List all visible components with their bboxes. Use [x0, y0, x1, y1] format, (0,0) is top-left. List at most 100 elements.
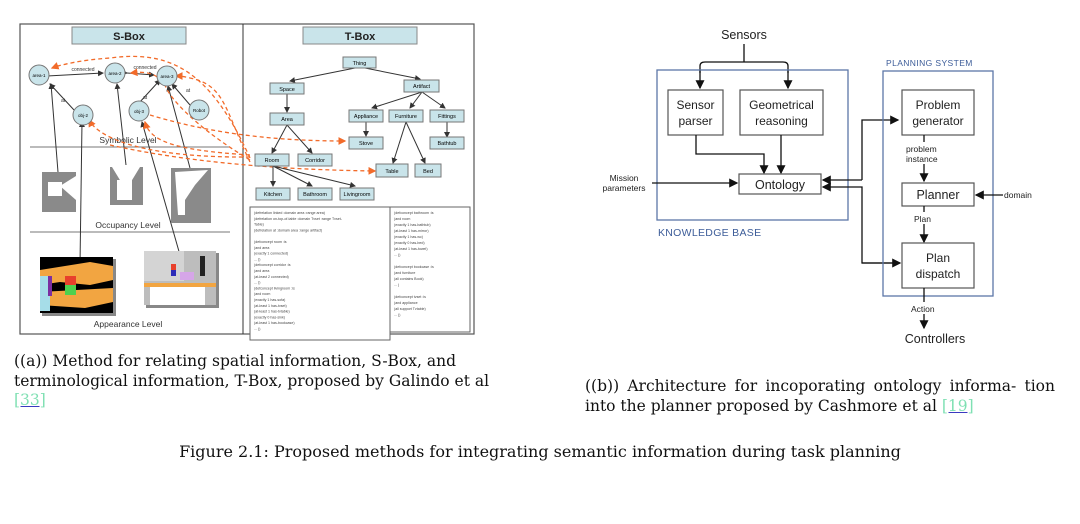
- geometrical-reasoning-box: [739, 89, 824, 136]
- planning-system-label: PLANNING SYSTEM: [886, 58, 973, 68]
- mission-parameters-label-2: parameters: [603, 183, 646, 193]
- planner-label: Planner: [916, 188, 959, 202]
- definition-line: (defconcept corridor :is: [254, 263, 291, 267]
- definition-line: (exactly 0 has-bed): [394, 241, 425, 245]
- sbox-panel: S-Box Symbolic Level Occupancy Level App…: [28, 26, 377, 329]
- tbox-node-table: Table: [385, 169, 398, 175]
- definition-line: (at-least 2 connected): [254, 275, 289, 279]
- sensor-parser-label-2: parser: [678, 114, 712, 128]
- tbox-nodes: Thing Space Artifact Area Appliance Furn…: [254, 56, 465, 201]
- definition-line: (defconcept tvset :is: [394, 295, 426, 299]
- sbox-title: S-Box: [113, 31, 146, 43]
- tbox-node-appliance: Appliance: [354, 114, 378, 120]
- tbox-node-bathtub: Bathtub: [438, 141, 457, 147]
- definition-line: (and room: [254, 292, 270, 296]
- arrow-to-problem-generator: [861, 115, 900, 180]
- definition-line: (at-least 1 has-mirror): [394, 229, 429, 233]
- tbox-node-space: Space: [279, 87, 295, 93]
- tbox-node-thing: Thing: [353, 61, 367, 67]
- node-area-3: [156, 65, 178, 87]
- tbox-node-fittings: Fittings: [438, 114, 456, 120]
- ground-line-3: [114, 83, 127, 166]
- node-area-1: [28, 64, 50, 86]
- definitions-left-text: (defrelation linked :domain area :range …: [254, 211, 343, 331]
- definition-line: (at-least 1 has-towel): [394, 247, 428, 251]
- definitions-pane-right: [389, 206, 471, 333]
- tbox-panel: T-Box Thing Space Artifact: [249, 26, 471, 341]
- definition-line: (defconcept bookcase :is: [394, 265, 434, 269]
- tbox-node-stove: Stove: [359, 141, 373, 147]
- citation-link-19[interactable]: [19]: [941, 396, 974, 415]
- tbox-node-furniture: Furniture: [395, 114, 417, 120]
- ontology-label: Ontology: [755, 178, 806, 192]
- node-area-3-label: area-3: [160, 74, 174, 79]
- node-robot-label: Robot: [193, 108, 206, 113]
- plan-dispatch-label-2: dispatch: [916, 267, 961, 281]
- subfigure-a-caption-text: ((a)) Method for relating spatial inform…: [14, 352, 490, 390]
- problem-instance-bg: [893, 142, 941, 164]
- node-area-2: [104, 62, 126, 84]
- occupancy-maps: [42, 167, 211, 223]
- plan-dispatch-label-1: Plan: [926, 251, 950, 265]
- definition-line: ... )): [394, 313, 400, 317]
- tbox-node-area: Area: [281, 117, 294, 123]
- node-obj-3: [128, 100, 150, 122]
- action-label: Action: [911, 304, 935, 314]
- appearance-level-label: Appearance Level: [94, 319, 163, 329]
- action-label-bg: [909, 302, 939, 314]
- sensor-parser-label-1: Sensor: [676, 98, 714, 112]
- appearance-images: [40, 251, 219, 316]
- ground-line-2: [78, 121, 85, 266]
- ground-line-1: [48, 83, 59, 173]
- subfigure-b-caption: ((b)) Architecture for incoporating onto…: [585, 377, 1055, 416]
- definition-line: ... )): [254, 257, 260, 261]
- definition-line: (defconcept bathroom :is: [394, 211, 434, 215]
- sensor-parser-box: [667, 89, 724, 136]
- planner-box: [901, 182, 975, 207]
- geometrical-reasoning-label-1: Geometrical: [749, 98, 814, 112]
- subfigure-a-caption: ((a)) Method for relating spatial inform…: [14, 352, 514, 411]
- definition-line: (exactly 1 connected): [254, 252, 288, 256]
- knowledge-base-frame: [656, 69, 849, 221]
- at-label-3: at: [186, 88, 191, 94]
- tbox-title: T-Box: [345, 31, 376, 43]
- problem-instance-label-1: problem: [906, 144, 937, 154]
- definitions-pane-left: [249, 206, 391, 341]
- definition-line: ... )): [394, 253, 400, 257]
- at-label-2: at: [143, 95, 148, 101]
- definition-line: (defrelation linked :domain area :range …: [254, 211, 325, 215]
- sbox-tbox-links: [50, 55, 377, 175]
- definition-line: (and area: [254, 246, 269, 250]
- knowledge-base-label: KNOWLEDGE BASE: [658, 227, 761, 239]
- definition-line: (and room: [394, 217, 410, 221]
- mission-parameters-label-1: Mission: [610, 173, 639, 183]
- definition-line: (exactly 0 has-sink): [254, 315, 285, 319]
- definition-line: (and furniture: [394, 271, 415, 275]
- definition-line: (all support Tvtable): [394, 307, 426, 311]
- definition-line: (defconcept livingroom :is: [254, 286, 295, 290]
- sensors-brace: [699, 44, 789, 73]
- arrow-to-ontology-2: [821, 182, 898, 264]
- edge-obj3-area3: [138, 79, 161, 104]
- definition-line: ... ): [394, 283, 399, 287]
- citation-link-33[interactable]: [33]: [14, 391, 46, 409]
- definition-line: (defrelation on-top-of-table :domain Tvs…: [254, 217, 343, 221]
- tbox-node-artifact: Artifact: [413, 84, 431, 90]
- definition-line: (defconcept room :is: [254, 240, 287, 244]
- definition-line: (and area: [254, 269, 269, 273]
- sbox-nodes: area-1 area-2 area-3 obj-2 obj-3 Robot: [28, 62, 210, 126]
- plan-dispatch-box: [901, 242, 975, 289]
- tbox-node-room: Room: [265, 158, 280, 164]
- ground-line-4: [140, 121, 181, 256]
- domain-label: domain: [1004, 190, 1032, 200]
- definition-line: (exactly 1 has-bathtub): [394, 223, 431, 227]
- definition-line: (all contains Book): [394, 277, 424, 281]
- sbox-title-box: [71, 26, 187, 45]
- subfigure-a-diagram: S-Box Symbolic Level Occupancy Level App…: [19, 23, 475, 341]
- plan-label: Plan: [914, 214, 931, 224]
- sensors-label: Sensors: [721, 28, 767, 42]
- problem-generator-label-2: generator: [912, 114, 963, 128]
- node-obj-2-label: obj-2: [78, 113, 89, 118]
- definition-line: (defrelation at :domain area :range arti…: [254, 228, 322, 232]
- connected-label-1: connected: [71, 67, 94, 73]
